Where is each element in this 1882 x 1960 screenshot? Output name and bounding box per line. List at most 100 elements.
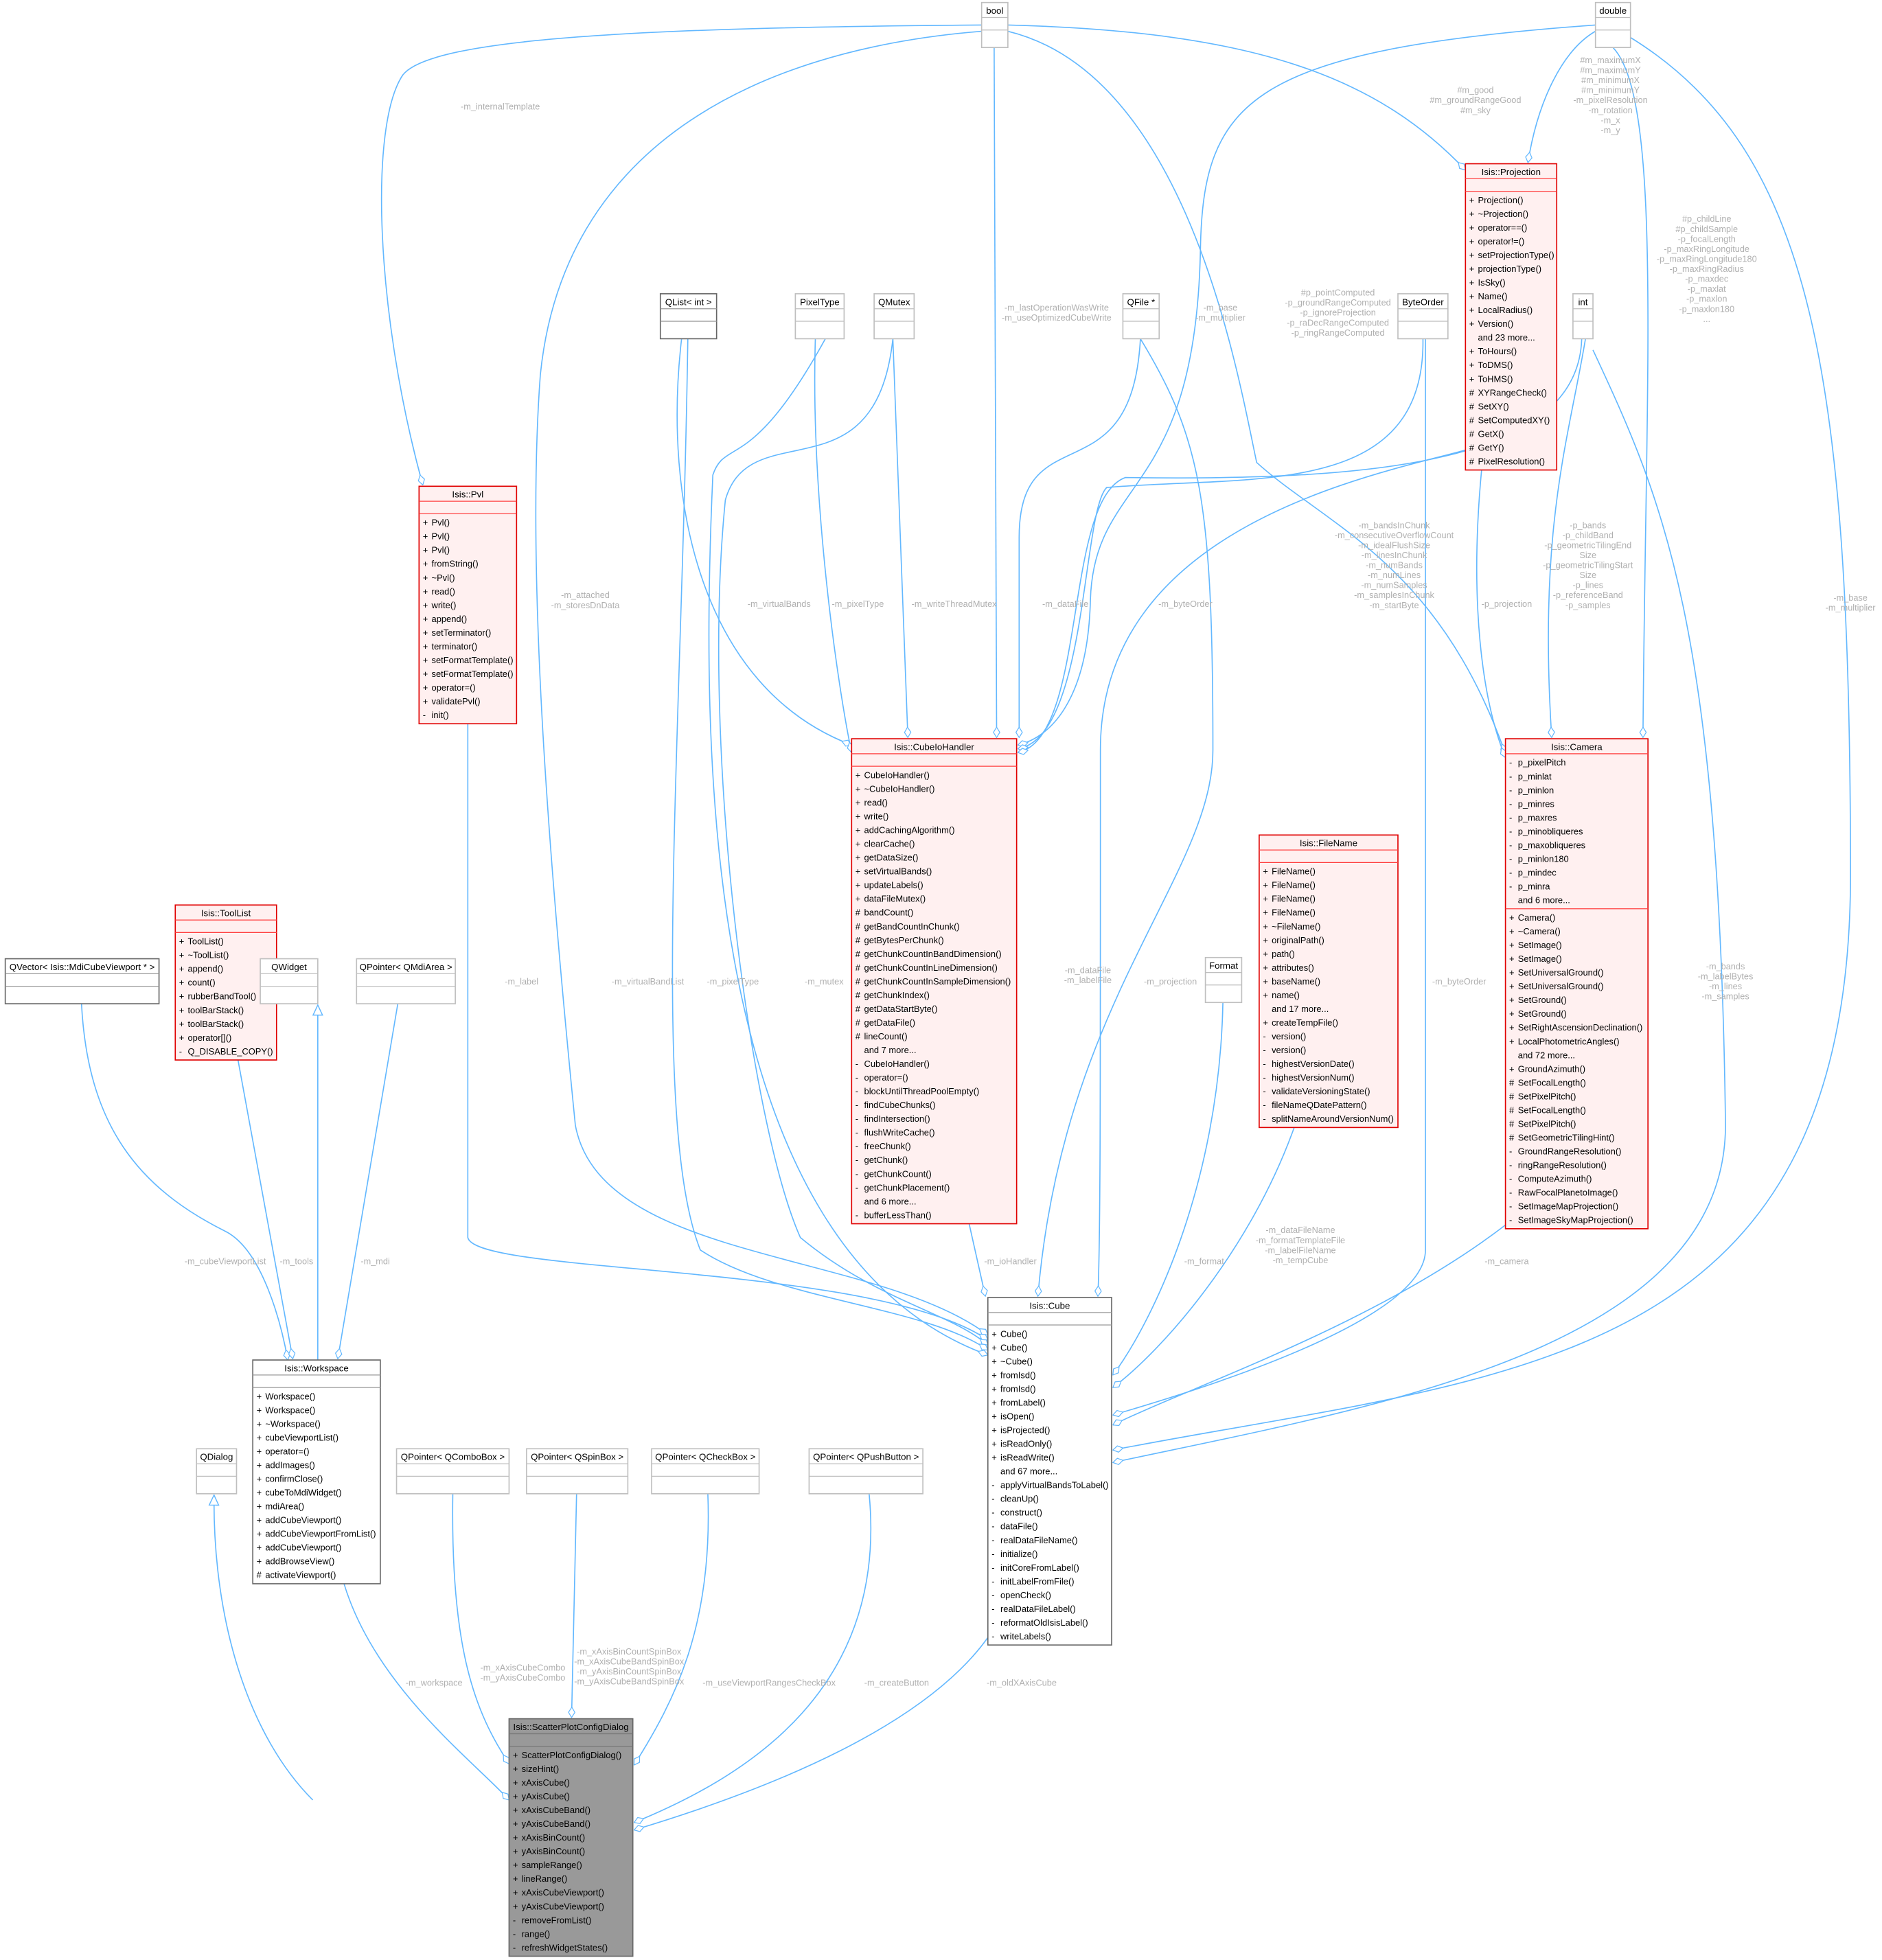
visibility-marker: - [856,1100,858,1110]
edge-label: -p_bands [1570,520,1606,530]
method-item: getChunk() [864,1155,908,1165]
class-node-scatter[interactable]: Isis::ScatterPlotConfigDialog+ScatterPlo… [508,1718,634,1957]
visibility-marker: + [1263,935,1268,945]
visibility-marker: + [423,573,428,583]
class-node-double[interactable]: double [1594,1,1631,49]
class-box [987,1297,1112,1646]
visibility-marker: + [513,1846,518,1856]
class-node-qspinbox[interactable]: QPointer< QSpinBox > [526,1448,629,1495]
method-item: mdiArea() [265,1501,304,1512]
class-node-pixeltype[interactable]: PixelType [794,293,845,340]
edge-label: -p_ringRangeComputed [1292,327,1385,338]
class-node-cube[interactable]: Isis::Cube+Cube()+Cube()+~Cube()+fromIsd… [987,1297,1112,1646]
class-node-workspace[interactable]: Isis::Workspace+Workspace()+Workspace()+… [252,1359,381,1584]
edge-label: -m_rotation [1588,105,1632,115]
visibility-marker: + [513,1805,518,1815]
class-node-format[interactable]: Format [1204,956,1243,1004]
method-item: ToolList() [187,936,223,947]
class-node-qmutex[interactable]: QMutex [873,293,915,340]
class-node-bool[interactable]: bool [980,1,1009,49]
class-box [260,958,319,1004]
aggregation-edge-bool-to-camera [1007,30,1506,754]
edge-label: -m_projection [1144,976,1197,987]
visibility-marker: - [1509,1174,1512,1184]
visibility-marker: + [1509,940,1515,950]
class-node-qcheckbox[interactable]: QPointer< QCheckBox > [651,1448,760,1495]
attribute-item: p_maxres [1518,812,1557,822]
method-item: setProjectionType() [1478,250,1554,260]
class-node-qcombobox[interactable]: QPointer< QComboBox > [395,1448,510,1495]
method-item: range() [522,1928,551,1939]
edge-label: -m_virtualBands [748,599,811,609]
class-box [651,1448,760,1495]
class-node-qlist[interactable]: QList< int > [659,293,718,340]
method-item: blockUntilThreadPoolEmpty() [864,1086,980,1096]
visibility-marker: + [423,696,428,706]
aggregation-edge-qvector-to-workspace [80,1004,288,1360]
edge-label: -p_maxRingLongitude [1664,244,1749,254]
visibility-marker: + [991,1411,997,1422]
aggregation-edge-pvl-to-cube [467,724,987,1341]
visibility-marker: + [1469,360,1475,370]
method-item: ~FileName() [1272,921,1320,932]
edge-label: -m_xAxisBinCountSpinBox [577,1646,682,1657]
edge-label: -m_attached [561,590,610,600]
visibility-marker: # [856,990,861,1000]
class-node-qdialog[interactable]: QDialog [196,1448,238,1495]
method-item: fromIsd() [1000,1383,1036,1394]
class-node-qmdiarea[interactable]: QPointer< QMdiArea > [356,958,456,1004]
method-item: getChunkCount() [864,1168,932,1179]
class-node-filename[interactable]: Isis::FileName+FileName()+FileName()+Fil… [1259,834,1399,1129]
edge-label: #p_childLine [1682,214,1732,224]
method-item: getDataFile() [864,1017,916,1028]
visibility-marker: - [1509,881,1512,891]
aggregation-edge-double-to-cubeiohandler [1018,24,1596,745]
visibility-marker: - [991,1508,994,1518]
visibility-marker: + [423,559,428,569]
visibility-marker: + [179,964,185,974]
method-item: Workspace() [265,1391,315,1401]
method-item: operator==() [1478,222,1528,233]
class-node-pvl[interactable]: Isis::Pvl+Pvl()+Pvl()+Pvl()+fromString()… [418,485,518,725]
method-item: Pvl() [432,518,450,528]
class-title: Isis::Workspace [284,1363,348,1373]
class-box [659,293,718,340]
method-item: path() [1272,949,1295,959]
edge-label: -m_labelFileName [1265,1245,1335,1255]
class-node-qvector[interactable]: QVector< Isis::MdiCubeViewport * > [4,958,160,1004]
class-box [794,293,845,340]
aggregation-edge-bool-to-projection [1007,24,1465,170]
class-node-byteorder[interactable]: ByteOrder [1397,293,1449,340]
method-item: realDataFileLabel() [1000,1604,1076,1614]
aggregation-edge-bool-to-cubeiohandler [994,47,997,737]
method-item: and 67 more... [1000,1466,1057,1477]
visibility-marker: + [257,1501,262,1512]
visibility-marker: # [1509,1077,1515,1087]
edge-label: -m_numSamples [1361,580,1427,590]
class-box [1594,1,1631,49]
visibility-marker: # [856,1017,861,1028]
method-item: confirmClose() [265,1474,323,1484]
method-item: updateLabels() [864,880,923,890]
class-title: double [1599,5,1627,16]
visibility-marker: + [179,1033,185,1043]
visibility-marker: # [1469,387,1475,397]
aggregation-edge-double-to-projection [1528,30,1596,163]
visibility-marker: - [991,1590,994,1600]
class-node-qfile[interactable]: QFile * [1122,293,1160,340]
class-node-qwidget[interactable]: QWidget [260,958,319,1004]
aggregation-edge-format-to-cube [1113,1002,1224,1375]
class-node-toollist[interactable]: Isis::ToolList+ToolList()+~ToolList()+ap… [174,904,277,1061]
class-node-qpushbutton[interactable]: QPointer< QPushButton > [808,1448,923,1495]
method-item: activateViewport() [265,1570,336,1580]
class-title: bool [986,5,1003,16]
class-node-int[interactable]: int [1572,293,1594,340]
class-node-projection[interactable]: Isis::Projection+Projection()+~Projectio… [1465,163,1558,471]
method-item: flushWriteCache() [864,1127,935,1138]
method-item: FileName() [1272,894,1316,904]
class-node-cubeiohandler[interactable]: Isis::CubeIoHandler+CubeIoHandler()+~Cub… [851,738,1018,1225]
class-node-camera[interactable]: Isis::Camera-p_pixelPitch-p_minlat-p_min… [1504,738,1649,1230]
visibility-marker: + [513,1873,518,1884]
visibility-marker: + [1509,954,1515,964]
method-item: findCubeChunks() [864,1100,936,1110]
